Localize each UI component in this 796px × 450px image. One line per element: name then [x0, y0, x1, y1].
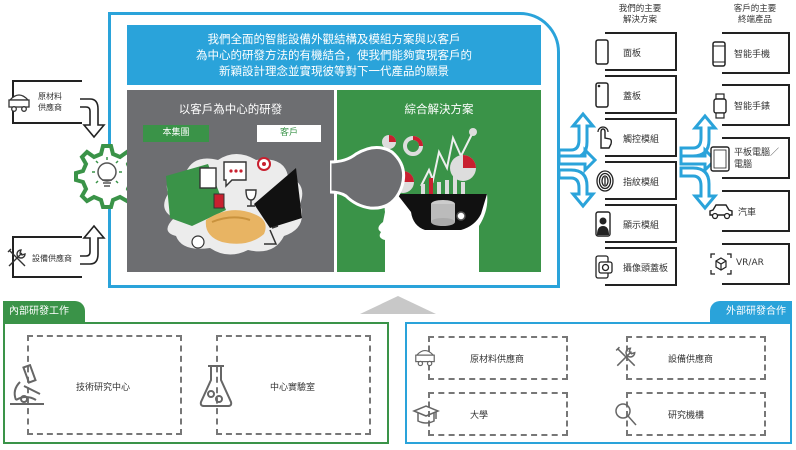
raw-material-supplier-box: 原材料 供應商 — [8, 80, 82, 124]
ext-research-institute-box — [626, 392, 766, 436]
arrow-down-to-hub-icon — [80, 98, 106, 139]
solution-touch-label: 觸控模組 — [623, 135, 660, 145]
microscope-icon — [10, 364, 44, 405]
solution-fingerprint-label: 指紋模組 — [623, 178, 660, 188]
solution-panel: 面板 — [595, 32, 677, 71]
customer-centric-rd-panel: 以客戶為中心的研發 本集團 客戶 — [127, 90, 334, 272]
our-solutions-header-1: 我們的主要 — [618, 4, 662, 14]
central-lab-box — [216, 335, 371, 435]
product-tablet-pc: 平板電腦／ 電腦 — [710, 137, 790, 179]
our-solutions-header: 我們的主要 解決方案 — [598, 4, 682, 26]
graduation-cap-icon — [412, 405, 440, 424]
product-vr-ar: VR/AR — [710, 243, 790, 285]
end-products-header-2: 終端產品 — [737, 15, 772, 25]
equipment-supplier-box: 設備供應商 — [7, 236, 82, 278]
product-vr-ar-label: VR/AR — [736, 258, 764, 268]
group-tag: 本集團 — [143, 125, 209, 142]
banner-line-3: 新穎設計理念並實現彼等對下一代產品的願景 — [219, 64, 449, 78]
ext-raw-material-label: 原材料供應商 — [470, 355, 525, 365]
solution-cover-plate: 蓋板 — [595, 75, 677, 114]
central-lab-label: 中心實驗室 — [270, 383, 316, 393]
magnifier-icon — [615, 403, 637, 426]
ext-research-institute-label: 研究機構 — [668, 411, 705, 421]
solution-fingerprint-module: 指紋模組 — [596, 161, 677, 200]
phone-panel-icon — [595, 39, 609, 65]
banner-line-1: 我們全面的智能設備外觀結構及模組方案與以客戶 — [207, 32, 461, 46]
distribution-arrows-left — [557, 111, 597, 209]
tablet-icon — [710, 146, 730, 172]
solution-touch-module: 觸控模組 — [597, 118, 677, 157]
head-data-icon — [378, 128, 488, 272]
product-automobile: 汽車 — [709, 190, 790, 232]
vr-cube-icon — [710, 253, 732, 275]
ext-equipment-label: 設備供應商 — [668, 355, 714, 365]
solution-display-module: 顯示模組 — [595, 204, 677, 243]
product-smartphone: 智能手機 — [712, 32, 790, 74]
smartwatch-icon — [713, 93, 727, 119]
product-tablet-label-1: 平板電腦／ — [734, 148, 780, 158]
mine-cart-icon — [8, 94, 30, 112]
end-products-header-1: 客戶的主要 — [733, 4, 777, 14]
up-triangle-icon — [360, 296, 436, 314]
external-rd-section — [405, 322, 792, 444]
smartphone-icon — [712, 41, 726, 67]
display-person-icon — [595, 211, 611, 237]
product-smartwatch: 智能手錶 — [713, 84, 790, 126]
vision-banner: 我們全面的智能設備外觀結構及模組方案與以客戶 為中心的研發方法的有機結合，使我們… — [127, 25, 541, 85]
external-rd-tab: 外部研發合作 — [710, 301, 792, 323]
integrated-solutions-title: 綜合解決方案 — [404, 102, 474, 116]
tech-research-center-box — [27, 335, 182, 435]
handshake-cloud-icon — [164, 154, 303, 255]
tools-icon — [7, 248, 26, 267]
product-automobile-label: 汽車 — [738, 208, 757, 218]
solution-camera-label: 攝像頭蓋板 — [623, 264, 669, 274]
distribution-arrows-right — [679, 113, 719, 211]
product-tablet-label-2: 電腦 — [734, 160, 753, 170]
tools-icon — [615, 346, 636, 367]
ext-university-label: 大學 — [470, 411, 489, 421]
tech-research-center-label: 技術研究中心 — [76, 383, 131, 393]
ext-university-box — [428, 392, 568, 436]
solution-panel-label: 面板 — [623, 49, 642, 59]
solution-display-label: 顯示模組 — [623, 221, 660, 231]
customer-tag: 客戶 — [257, 125, 321, 142]
solution-cover-label: 蓋板 — [623, 92, 642, 102]
arrow-up-to-hub-icon — [80, 224, 106, 265]
raw-material-label-2: 供應商 — [38, 103, 62, 112]
puzzle-connector — [330, 146, 406, 210]
cover-plate-icon — [595, 82, 609, 108]
car-icon — [709, 204, 733, 220]
our-solutions-header-2: 解決方案 — [622, 15, 657, 25]
touch-icon — [597, 126, 613, 149]
banner-line-2: 為中心的研發方法的有機結合，使我們能夠實現客戶的 — [196, 48, 472, 62]
raw-material-label-1: 原材料 — [38, 92, 62, 101]
internal-rd-tab: 內部研發工作 — [3, 301, 85, 323]
camera-icon — [595, 255, 613, 279]
fingerprint-icon — [596, 170, 614, 192]
solution-camera-cover: 攝像頭蓋板 — [595, 247, 677, 286]
product-smartwatch-label: 智能手錶 — [734, 102, 771, 112]
internal-rd-section — [3, 322, 389, 444]
flask-icon — [199, 365, 233, 407]
end-products-header: 客戶的主要 終端產品 — [720, 4, 790, 26]
customer-rd-title: 以客戶為中心的研發 — [178, 102, 283, 116]
equipment-supplier-label: 設備供應商 — [32, 254, 72, 263]
product-smartphone-label: 智能手機 — [734, 50, 771, 60]
mine-cart-icon — [415, 349, 435, 367]
